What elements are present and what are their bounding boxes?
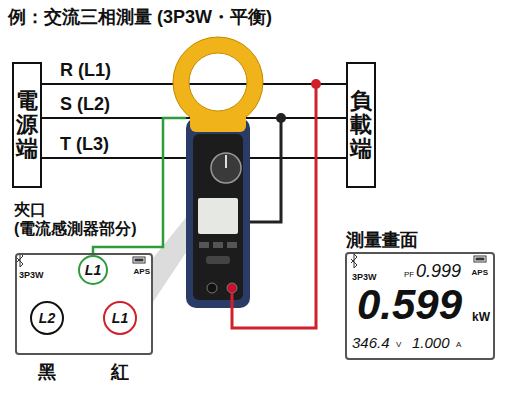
phase-wire	[42, 83, 346, 85]
phase-label: T (L3)	[58, 134, 111, 155]
terminal-circle: L1	[103, 301, 137, 335]
red-lead	[232, 84, 316, 328]
red-terminal	[227, 283, 237, 293]
vertical-label: 電源端	[16, 89, 38, 162]
bluetooth-icon	[351, 254, 357, 268]
meter-body	[186, 118, 250, 308]
display-reading: PF	[404, 270, 414, 279]
display-reading: kW	[472, 310, 490, 324]
display-panel: 夾口 (電流感測器部分)3P3WAPSL1L2L1	[10, 200, 160, 360]
terminal-box: 電源端	[12, 62, 42, 188]
meter-button	[213, 242, 223, 248]
battery-icon	[474, 256, 486, 262]
display-panel: 測量畫面 3P3W PF0.999 APS 0.599 kW 346.4 V 1.000 A	[340, 228, 500, 362]
meter-button	[206, 256, 230, 264]
phase-label: S (L2)	[58, 94, 112, 115]
diagram-title: 例：交流三相測量 (3P3W・平衡)	[8, 5, 272, 29]
meter-panel	[193, 134, 243, 300]
meter-button	[227, 242, 237, 248]
terminal-circle: L1	[78, 255, 108, 285]
black-lead	[250, 118, 281, 222]
battery-fill	[476, 258, 485, 261]
panel-heading: 夾口 (電流感測器部分)	[14, 200, 160, 238]
display-reading: 3P3W	[19, 270, 44, 280]
screen-frame	[15, 253, 153, 355]
display-reading: A	[456, 340, 461, 349]
battery-fill	[135, 259, 144, 262]
rotary-dial	[211, 153, 241, 183]
meter-button	[199, 242, 209, 248]
clamp-jaw	[181, 45, 255, 119]
display-reading: 1.000	[412, 334, 450, 351]
terminal-circle: L2	[30, 301, 64, 335]
display-reading: 346.4	[352, 334, 390, 351]
clamp-jaw-edge	[189, 53, 247, 111]
display-reading: 0.599	[357, 284, 462, 326]
phase-label: L2	[39, 310, 55, 326]
red-probe-point	[311, 79, 321, 89]
bluetooth-icon	[17, 253, 23, 267]
phase-label: L1	[112, 310, 128, 326]
probe-color-label: 黑	[38, 360, 56, 384]
display-reading: APS	[134, 267, 150, 276]
probe-color-label: 紅	[111, 360, 129, 384]
black-probe-point	[276, 113, 286, 123]
vertical-label: 負載端	[350, 89, 372, 162]
meter-screen	[198, 198, 238, 234]
meter-shoulder	[190, 112, 246, 132]
panel-heading: 測量畫面	[346, 228, 418, 252]
dial-pointer	[225, 155, 227, 168]
phase-label: R (L1)	[58, 60, 113, 81]
phase-label: L1	[85, 262, 101, 278]
display-reading: 0.999	[416, 261, 461, 283]
display-reading: 3P3W	[352, 272, 377, 282]
battery-icon	[133, 257, 145, 263]
terminal-box: 負載端	[346, 62, 376, 188]
display-reading: APS	[472, 268, 488, 277]
display-reading: V	[396, 340, 401, 349]
black-terminal	[207, 283, 217, 293]
